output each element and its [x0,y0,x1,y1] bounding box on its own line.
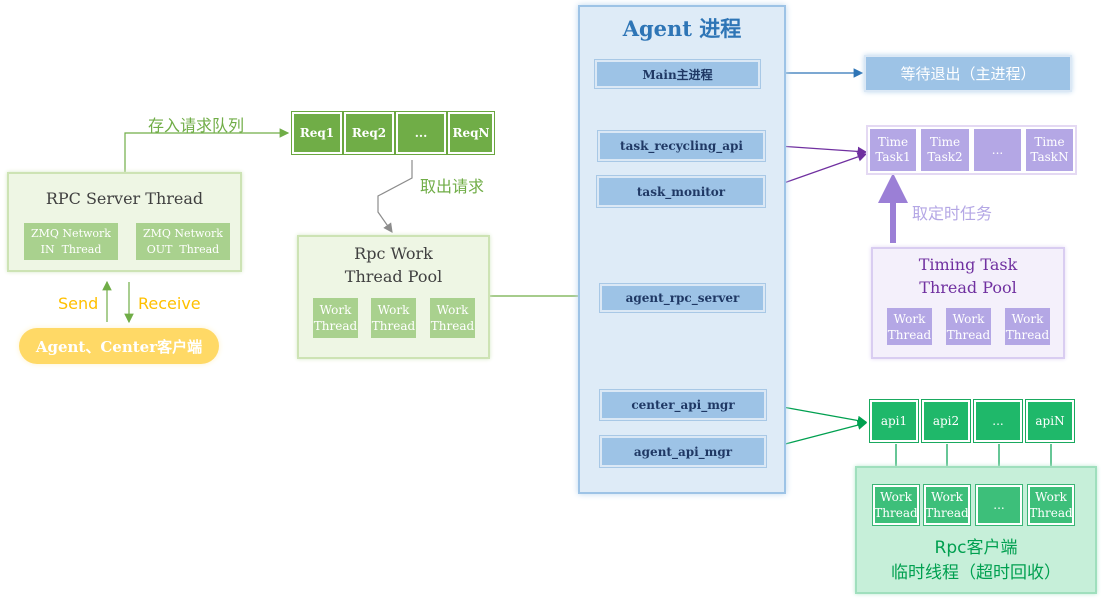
work-thread: Work Thread [946,308,991,345]
work-thread: Work Thread [923,484,971,526]
task-monitor-box: task_monitor [596,175,766,208]
api-item: ... [973,399,1023,443]
request-queue: Req1 Req2 ... ReqN [290,110,496,156]
zmq-in-line1: ZMQ Network [31,226,111,240]
work-thread: Work Thread [1027,484,1075,526]
work-thread-line2: Thread [887,327,932,342]
rpc-work-pool-title-line1: Rpc Work [354,244,433,263]
fetch-timer-label: 取定时任务 [912,204,993,223]
zmq-out-line1: ZMQ Network [143,226,223,240]
agent-process-title: Agent 进程 [622,16,742,41]
time-task: Time TaskN [1026,129,1073,171]
work-thread-line1: ... [993,498,1005,512]
work-thread-line1: Work [319,303,352,317]
zmq-out-line2: OUT Thread [146,242,220,256]
timing-pool-title-line2: Thread Pool [919,278,1017,297]
timing-pool-title: Timing Task Thread Pool [873,252,1063,300]
work-thread-line1: Work [436,303,469,317]
request-item: ReqN [447,111,495,155]
main-process-box: Main主进程 [594,59,761,89]
task-recycling-api-box: task_recycling_api [597,130,766,162]
rpc-server-title: RPC Server Thread [45,188,204,208]
request-item: ... [395,111,447,155]
api-item: api2 [921,399,971,443]
agent-process: Agent 进程 Main主进程 task_recycling_api task… [578,5,786,494]
work-thread: ... [975,484,1023,526]
work-thread: Work Thread [430,298,475,338]
rpc-client-temp-threads: Work Thread Work Thread ... Work Thread … [855,466,1097,594]
timing-task-thread-pool: Timing Task Thread Pool Work Thread Work… [871,247,1065,359]
time-task-line1: ... [991,142,1004,157]
rpc-client-title-line2: 临时线程（超时回收） [891,563,1061,583]
receive-label: Receive [138,294,201,313]
work-thread-line2: Thread [313,319,358,333]
rpc-server-thread: RPC Server Thread ZMQ Network IN Thread … [7,172,242,272]
send-label: Send [58,294,99,313]
rpc-work-pool-title: Rpc Work Thread Pool [299,241,488,289]
time-task-queue: Time Task1 Time Task2 ... Time TaskN [866,125,1077,175]
work-thread-line2: Thread [430,319,475,333]
agent-rpc-server-box: agent_rpc_server [599,283,766,313]
enqueue-arrow [124,128,290,172]
work-thread-line1: Work [893,311,926,326]
work-thread-line1: Work [931,490,963,504]
work-thread: Work Thread [887,308,932,345]
time-task: Time Task2 [921,129,969,171]
rpc-work-thread-pool: Rpc Work Thread Pool Work Thread Work Th… [297,235,490,359]
work-thread-line2: Thread [1005,327,1050,342]
agent-api-mgr-box: agent_api_mgr [599,435,767,468]
enqueue-label: 存入请求队列 [148,116,245,135]
dequeue-arrow [377,160,413,233]
work-thread: Work Thread [371,298,416,338]
api-item: api1 [869,399,919,443]
time-task: ... [974,129,1021,171]
work-thread-line2: Thread [371,319,416,333]
zmq-in-thread: ZMQ Network IN Thread [24,223,118,260]
timing-pool-title-line1: Timing Task [918,255,1018,274]
request-item: Req2 [343,111,395,155]
api-queue: api1 api2 ... apiN [868,398,1078,444]
time-task-line2: Task1 [875,150,911,164]
work-thread-line1: Work [1035,490,1067,504]
work-thread-line1: Work [880,490,912,504]
work-thread-line1: Work [952,311,985,326]
dequeue-label: 取出请求 [420,177,485,196]
time-task-line1: Time [929,135,961,149]
wait-exit-box: 等待退出（主进程） [864,55,1072,92]
work-thread-line2: Thread [946,327,991,342]
time-task-line2: TaskN [1030,150,1069,164]
center-api-mgr-box: center_api_mgr [599,389,767,421]
work-thread-line1: Work [1011,311,1044,326]
time-task-line2: Task2 [927,150,963,164]
work-thread: Work Thread [872,484,920,526]
work-thread: Work Thread [313,298,358,338]
work-thread-line2: Thread [874,506,918,520]
time-task-line1: Time [877,135,909,149]
api-item: apiN [1025,399,1075,443]
time-task: Time Task1 [870,129,916,171]
time-task-line1: Time [1034,135,1065,149]
zmq-out-thread: ZMQ Network OUT Thread [136,223,230,260]
rpc-work-pool-title-line2: Thread Pool [344,267,443,286]
rpc-client-title-line1: Rpc客户端 [934,538,1018,558]
request-item: Req1 [291,111,343,155]
agent-center-client: Agent、Center客户端 [19,328,219,364]
work-thread: Work Thread [1005,308,1050,345]
work-thread-line1: Work [377,303,410,317]
work-thread-line2: Thread [925,506,969,520]
work-thread-line2: Thread [1029,506,1073,520]
rpc-client-title: Rpc客户端 临时线程（超时回收） [857,535,1095,587]
zmq-in-line2: IN Thread [40,242,102,256]
